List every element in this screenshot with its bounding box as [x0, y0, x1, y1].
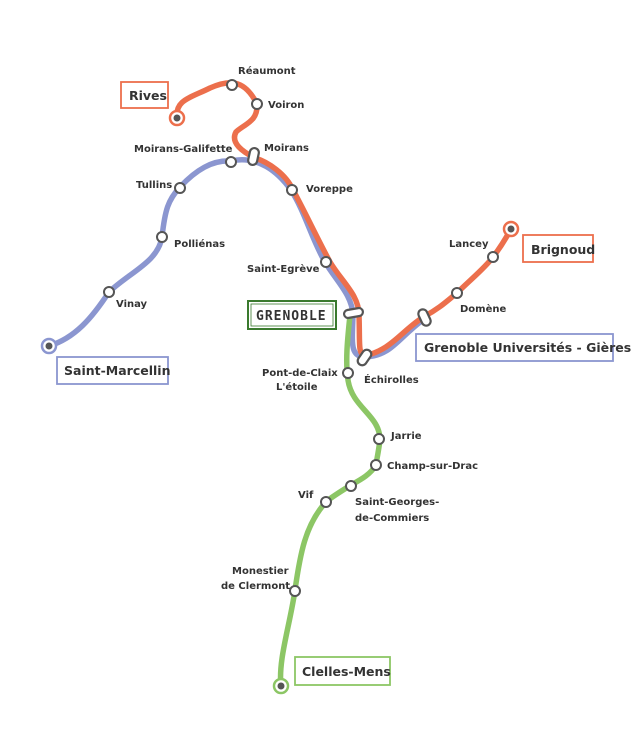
station-label-lancey[interactable]: Lancey	[449, 239, 489, 250]
terminal-label-boxes: Rives Brignoud Saint-Marcellin Grenoble …	[56, 81, 631, 686]
station-label-domene[interactable]: Domène	[460, 303, 506, 315]
terminal-box-rives	[120, 81, 169, 109]
terminal-dot-saint-marcellin-core	[45, 342, 53, 350]
hub-box-grenoble	[247, 300, 337, 330]
terminal-dot-rives-core	[173, 114, 181, 122]
terminal-box-brignoud	[522, 234, 594, 263]
terminal-box-clelles	[294, 656, 391, 686]
hub-label-grenoble[interactable]: GRENOBLE	[256, 309, 327, 324]
station-label-pont-de-claix-1[interactable]: Pont-de-Claix	[262, 368, 338, 379]
terminal-dots	[40, 109, 520, 695]
terminal-dot-clelles-core	[277, 682, 285, 690]
station-dot-vinay[interactable]	[103, 286, 115, 298]
station-dot-pollenas[interactable]	[156, 231, 168, 243]
terminal-dot-brignoud-core	[507, 225, 515, 233]
station-dots	[103, 79, 499, 597]
station-label-champ-sur-drac[interactable]: Champ-sur-Drac	[387, 461, 478, 472]
station-label-saint-georges-1[interactable]: Saint-Georges-	[355, 497, 439, 508]
station-label-monestier-2[interactable]: de Clermont	[221, 581, 290, 592]
hub-capsules	[247, 146, 432, 367]
station-dot-champ-sur-drac[interactable]	[370, 459, 382, 471]
terminal-label-clelles[interactable]: Clelles-Mens	[302, 664, 391, 679]
capsule-echirolles[interactable]	[356, 348, 373, 367]
station-label-vinay[interactable]: Vinay	[116, 299, 148, 310]
station-label-monestier-1[interactable]: Monestier	[232, 566, 289, 577]
station-dot-jarrie[interactable]	[373, 433, 385, 445]
station-dot-vif[interactable]	[320, 496, 332, 508]
capsule-gieres[interactable]	[417, 308, 432, 327]
station-dot-tullins[interactable]	[174, 182, 186, 194]
terminal-label-brignoud[interactable]: Brignoud	[531, 242, 595, 257]
line-blue-saint-marcellin-gieres	[46, 157, 427, 360]
station-label-jarrie[interactable]: Jarrie	[390, 431, 422, 442]
station-labels: Réaumont Voiron Moirans-Galifette Moiran…	[116, 65, 506, 592]
terminal-box-gieres	[415, 333, 614, 362]
station-dot-domene[interactable]	[451, 287, 463, 299]
terminal-label-gieres[interactable]: Grenoble Universités - Gières	[424, 340, 631, 355]
station-dot-reaumont[interactable]	[226, 79, 238, 91]
station-label-echirolles[interactable]: Échirolles	[364, 373, 419, 386]
station-label-saint-egreve[interactable]: Saint-Egrève	[247, 263, 320, 275]
station-label-pont-de-claix-2[interactable]: L'étoile	[276, 381, 318, 393]
station-label-tullins[interactable]: Tullins	[136, 180, 172, 191]
station-label-moirans[interactable]: Moirans	[264, 143, 309, 154]
station-dot-voiron[interactable]	[251, 98, 263, 110]
terminal-label-saint-marcellin[interactable]: Saint-Marcellin	[64, 363, 170, 378]
terminal-label-rives[interactable]: Rives	[129, 88, 167, 103]
station-dot-lancey[interactable]	[487, 251, 499, 263]
station-label-voreppe[interactable]: Voreppe	[306, 184, 353, 195]
station-label-vif[interactable]: Vif	[298, 490, 314, 501]
hub-box-grenoble-inner	[250, 303, 334, 327]
station-dot-voreppe[interactable]	[286, 184, 298, 196]
station-dot-saint-georges[interactable]	[345, 480, 357, 492]
station-dot-monestier[interactable]	[289, 585, 301, 597]
station-label-voiron[interactable]: Voiron	[268, 100, 304, 111]
station-dot-moirans-galifette[interactable]	[225, 156, 237, 168]
station-dot-pont-de-claix[interactable]	[342, 367, 354, 379]
station-label-reaumont[interactable]: Réaumont	[238, 65, 296, 77]
station-label-moirans-galifette[interactable]: Moirans-Galifette	[134, 144, 233, 155]
station-label-pollenas[interactable]: Polliénas	[174, 238, 225, 250]
capsule-moirans[interactable]	[247, 146, 260, 167]
station-dot-saint-egreve[interactable]	[320, 256, 332, 268]
terminal-box-saint-marcellin	[56, 356, 169, 385]
capsule-grenoble[interactable]	[342, 306, 365, 320]
station-label-saint-georges-2[interactable]: de-Commiers	[355, 513, 429, 524]
